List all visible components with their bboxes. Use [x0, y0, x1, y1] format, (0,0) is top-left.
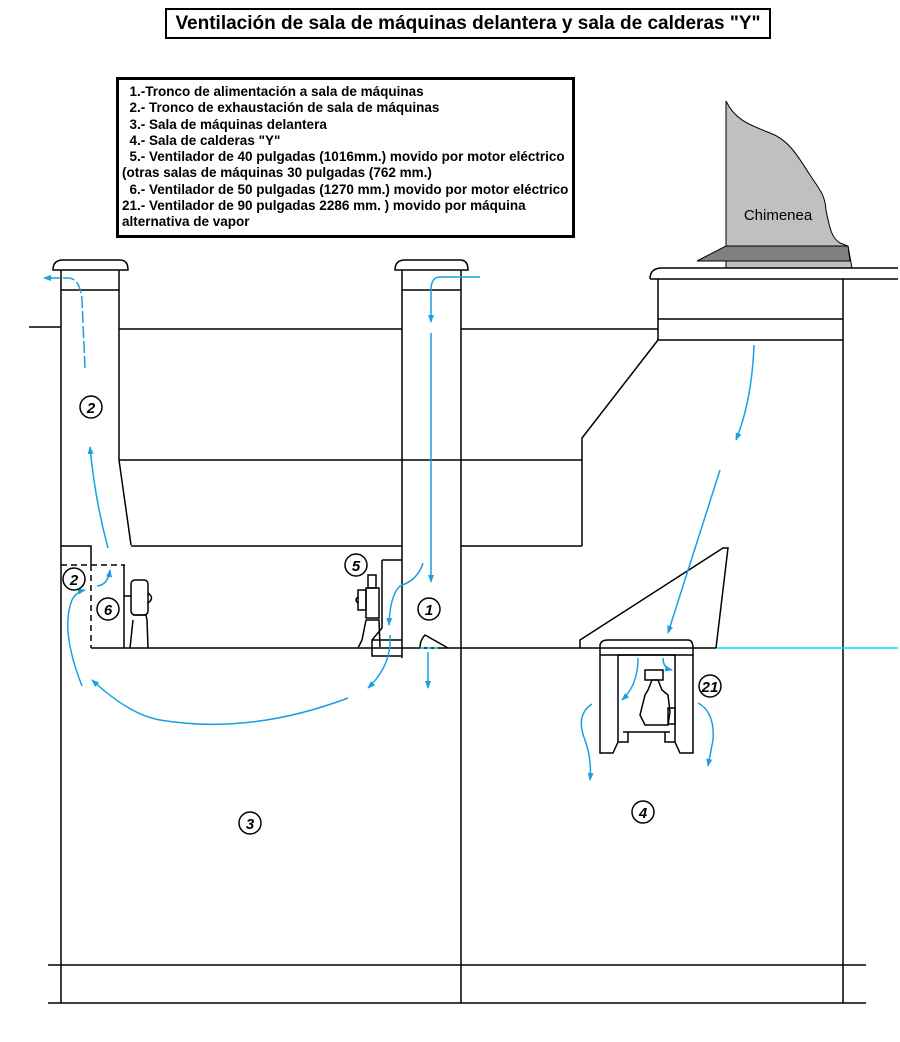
- svg-text:2: 2: [86, 400, 96, 417]
- chimney-label: Chimenea: [744, 207, 813, 224]
- marker-6: 6: [96, 597, 120, 621]
- legend-item: 3.- Sala de máquinas delantera: [122, 116, 327, 132]
- marker-5: 5: [344, 553, 368, 577]
- svg-text:1: 1: [425, 602, 433, 619]
- marker-3: 3: [238, 811, 262, 835]
- svg-text:21: 21: [701, 679, 719, 696]
- legend-item: 21.- Ventilador de 90 pulgadas 2286 mm. …: [122, 198, 526, 214]
- marker-4: 4: [631, 800, 655, 824]
- marker-1: 1: [417, 597, 441, 621]
- legend-item: 4.- Sala de calderas "Y": [122, 132, 281, 148]
- svg-text:5: 5: [352, 558, 361, 575]
- ship-structure: [29, 259, 898, 1004]
- legend-box: 1.-Tronco de alimentación a sala de máqu…: [116, 77, 575, 238]
- fan-21: [579, 547, 729, 754]
- marker-2-room: 2: [62, 567, 86, 591]
- svg-text:6: 6: [104, 602, 113, 619]
- legend-item: (otras salas de máquinas 30 pulgadas (76…: [122, 165, 432, 181]
- legend-item: alternativa de vapor: [122, 214, 250, 230]
- legend-item: 2.- Tronco de exhaustación de sala de má…: [122, 100, 440, 116]
- legend-item: 6.- Ventilador de 50 pulgadas (1270 mm.)…: [122, 181, 569, 197]
- fan-5: [355, 574, 381, 649]
- fan-6: [124, 579, 153, 649]
- svg-text:2: 2: [69, 572, 79, 589]
- diagram-title: Ventilación de sala de máquinas delanter…: [165, 8, 771, 39]
- svg-text:4: 4: [638, 805, 648, 822]
- marker-2-duct: 2: [79, 395, 103, 419]
- legend-item: 5.- Ventilador de 40 pulgadas (1016mm.) …: [122, 149, 565, 165]
- marker-21: 21: [698, 674, 722, 698]
- airflow-arrows: [43, 275, 755, 781]
- svg-text:3: 3: [246, 816, 255, 833]
- legend-item: 1.-Tronco de alimentación a sala de máqu…: [122, 84, 424, 99]
- chimney: Chimenea: [696, 100, 853, 269]
